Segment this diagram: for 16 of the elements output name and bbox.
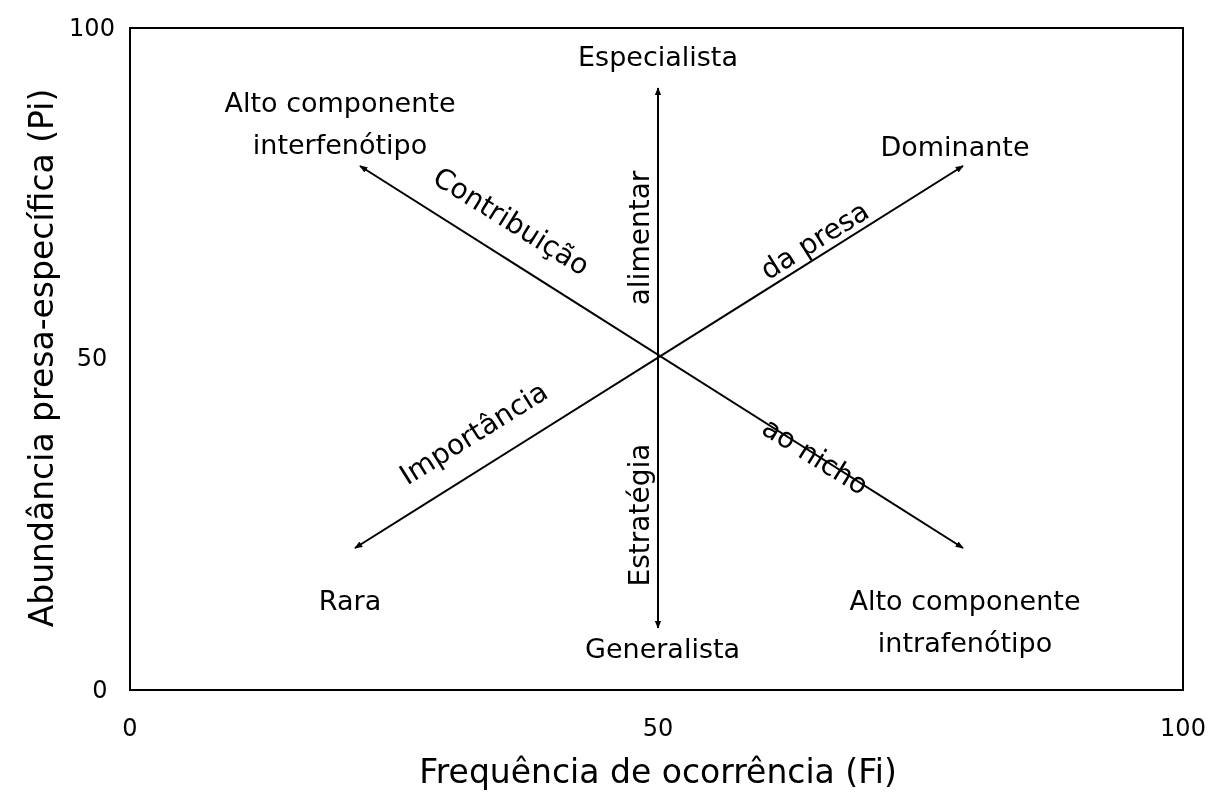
axis-tick-label: 0 bbox=[122, 714, 138, 742]
axis-tick-label: 50 bbox=[642, 714, 674, 742]
pole-label: Especialista bbox=[577, 40, 739, 74]
pole-label: Rara bbox=[317, 584, 383, 618]
axis-title: Frequência de ocorrência (Fi) bbox=[419, 753, 897, 791]
axis-title: Abundância presa-específica (Pi) bbox=[23, 88, 61, 628]
pole-label: Alto componente intrafenótipo bbox=[848, 584, 1082, 660]
axis-tick-label: 0 bbox=[92, 676, 108, 704]
axis-tick-label: 100 bbox=[69, 14, 115, 42]
pole-label: Alto componente interfenótipo bbox=[223, 86, 457, 162]
pole-label: Dominante bbox=[879, 130, 1031, 164]
double-arrow bbox=[654, 87, 662, 629]
line-label: alimentar bbox=[624, 170, 656, 306]
line-label: Estratégia bbox=[624, 443, 656, 587]
axis-tick-label: 100 bbox=[1160, 714, 1206, 742]
axis-tick-label: 50 bbox=[76, 344, 108, 372]
